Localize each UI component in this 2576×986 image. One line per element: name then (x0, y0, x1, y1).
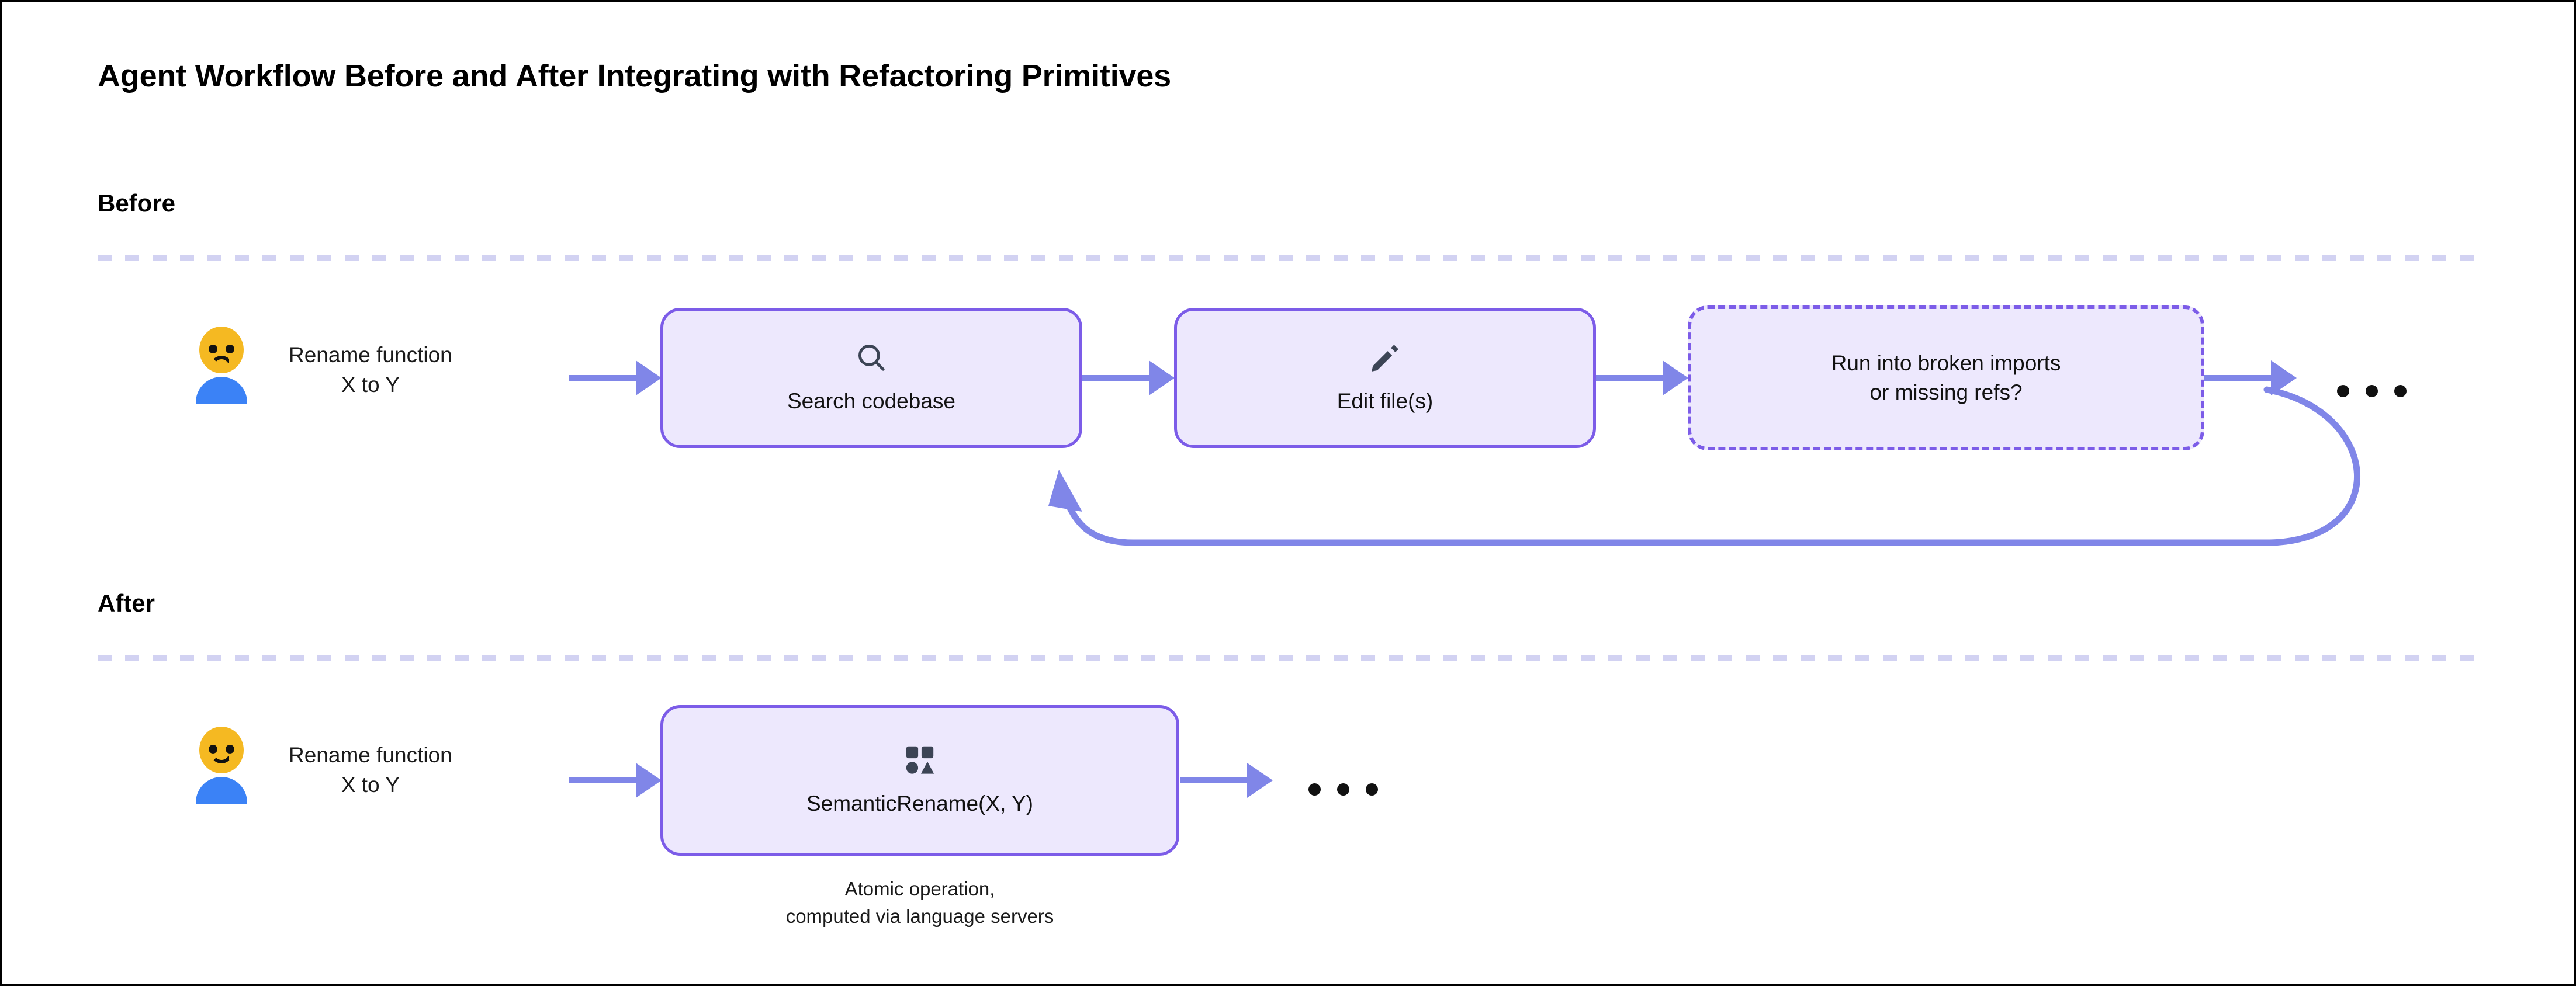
sad-person-emoji (192, 327, 251, 404)
arrow-head (636, 763, 662, 798)
user-request-before-line2: X to Y (341, 373, 400, 397)
ellipsis-dot (2394, 385, 2407, 397)
ellipsis-dot (1308, 783, 1321, 796)
node-broken-imports[interactable]: Run into broken imports or missing refs? (1688, 305, 2204, 450)
emoji-head (199, 727, 244, 773)
section-divider-after (98, 655, 2485, 661)
section-divider-before (98, 255, 2485, 261)
user-request-after-line1: Rename function (289, 743, 452, 767)
node-search-codebase[interactable]: Search codebase (660, 308, 1082, 448)
node-semantic-rename[interactable]: SemanticRename(X, Y) (660, 705, 1179, 856)
search-icon (854, 341, 888, 377)
happy-person-emoji (192, 727, 251, 804)
emoji-eye-left (209, 745, 217, 754)
ellipsis-dot (2366, 385, 2378, 397)
arrow-shaft (1596, 375, 1664, 381)
section-label-before: Before (98, 189, 176, 217)
shapes-grid-icon (903, 743, 937, 780)
emoji-body (196, 377, 247, 404)
pencil-icon (1368, 341, 1402, 377)
ellipsis-after (1308, 783, 1378, 796)
ellipsis-dot (1366, 783, 1378, 796)
arrow-edit-to-broken (1596, 360, 1688, 395)
emoji-body (196, 777, 247, 804)
arrow-head (1149, 360, 1175, 395)
user-request-before: Rename function X to Y (289, 340, 452, 400)
user-request-after-line2: X to Y (341, 773, 400, 797)
node-broken-imports-label-line1: Run into broken imports (1831, 351, 2061, 376)
node-search-codebase-label: Search codebase (787, 388, 955, 413)
arrow-head (636, 360, 662, 395)
emoji-eye-right (226, 745, 234, 754)
arrow-semantic-to-continuation (1180, 763, 1273, 798)
arrow-shaft (569, 777, 637, 783)
node-broken-imports-label-line2: or missing refs? (1869, 380, 2023, 404)
arrow-shaft (1082, 375, 1150, 381)
arrow-user-to-search (569, 360, 662, 395)
emoji-mouth-smile (210, 752, 233, 763)
arrow-shaft (1180, 777, 1248, 783)
section-label-after: After (98, 589, 155, 617)
page-title: Agent Workflow Before and After Integrat… (98, 58, 1171, 93)
ellipsis-dot (2337, 385, 2349, 397)
arrow-head (2271, 360, 2297, 395)
arrow-shaft (569, 375, 637, 381)
ellipsis-dot (1337, 783, 1349, 796)
semantic-rename-caption-line1: Atomic operation, (844, 878, 995, 900)
arrow-search-to-edit (1082, 360, 1175, 395)
user-request-after: Rename function X to Y (289, 740, 452, 800)
ellipsis-before (2337, 385, 2407, 397)
arrow-head (1663, 360, 1688, 395)
arrow-user-to-semantic-rename (569, 763, 662, 798)
user-request-before-line1: Rename function (289, 343, 452, 367)
arrow-shaft (2204, 375, 2272, 381)
emoji-eye-right (226, 345, 234, 353)
arrow-head (1247, 763, 1273, 798)
node-semantic-rename-label: SemanticRename(X, Y) (806, 791, 1033, 815)
semantic-rename-caption: Atomic operation, computed via language … (660, 876, 1179, 931)
node-edit-files-label: Edit file(s) (1337, 388, 1434, 413)
arrow-broken-to-continuation (2204, 360, 2297, 395)
emoji-eye-left (209, 345, 217, 353)
semantic-rename-caption-line2: computed via language servers (785, 905, 1054, 927)
node-edit-files[interactable]: Edit file(s) (1174, 308, 1596, 448)
emoji-mouth-frown (210, 356, 233, 367)
